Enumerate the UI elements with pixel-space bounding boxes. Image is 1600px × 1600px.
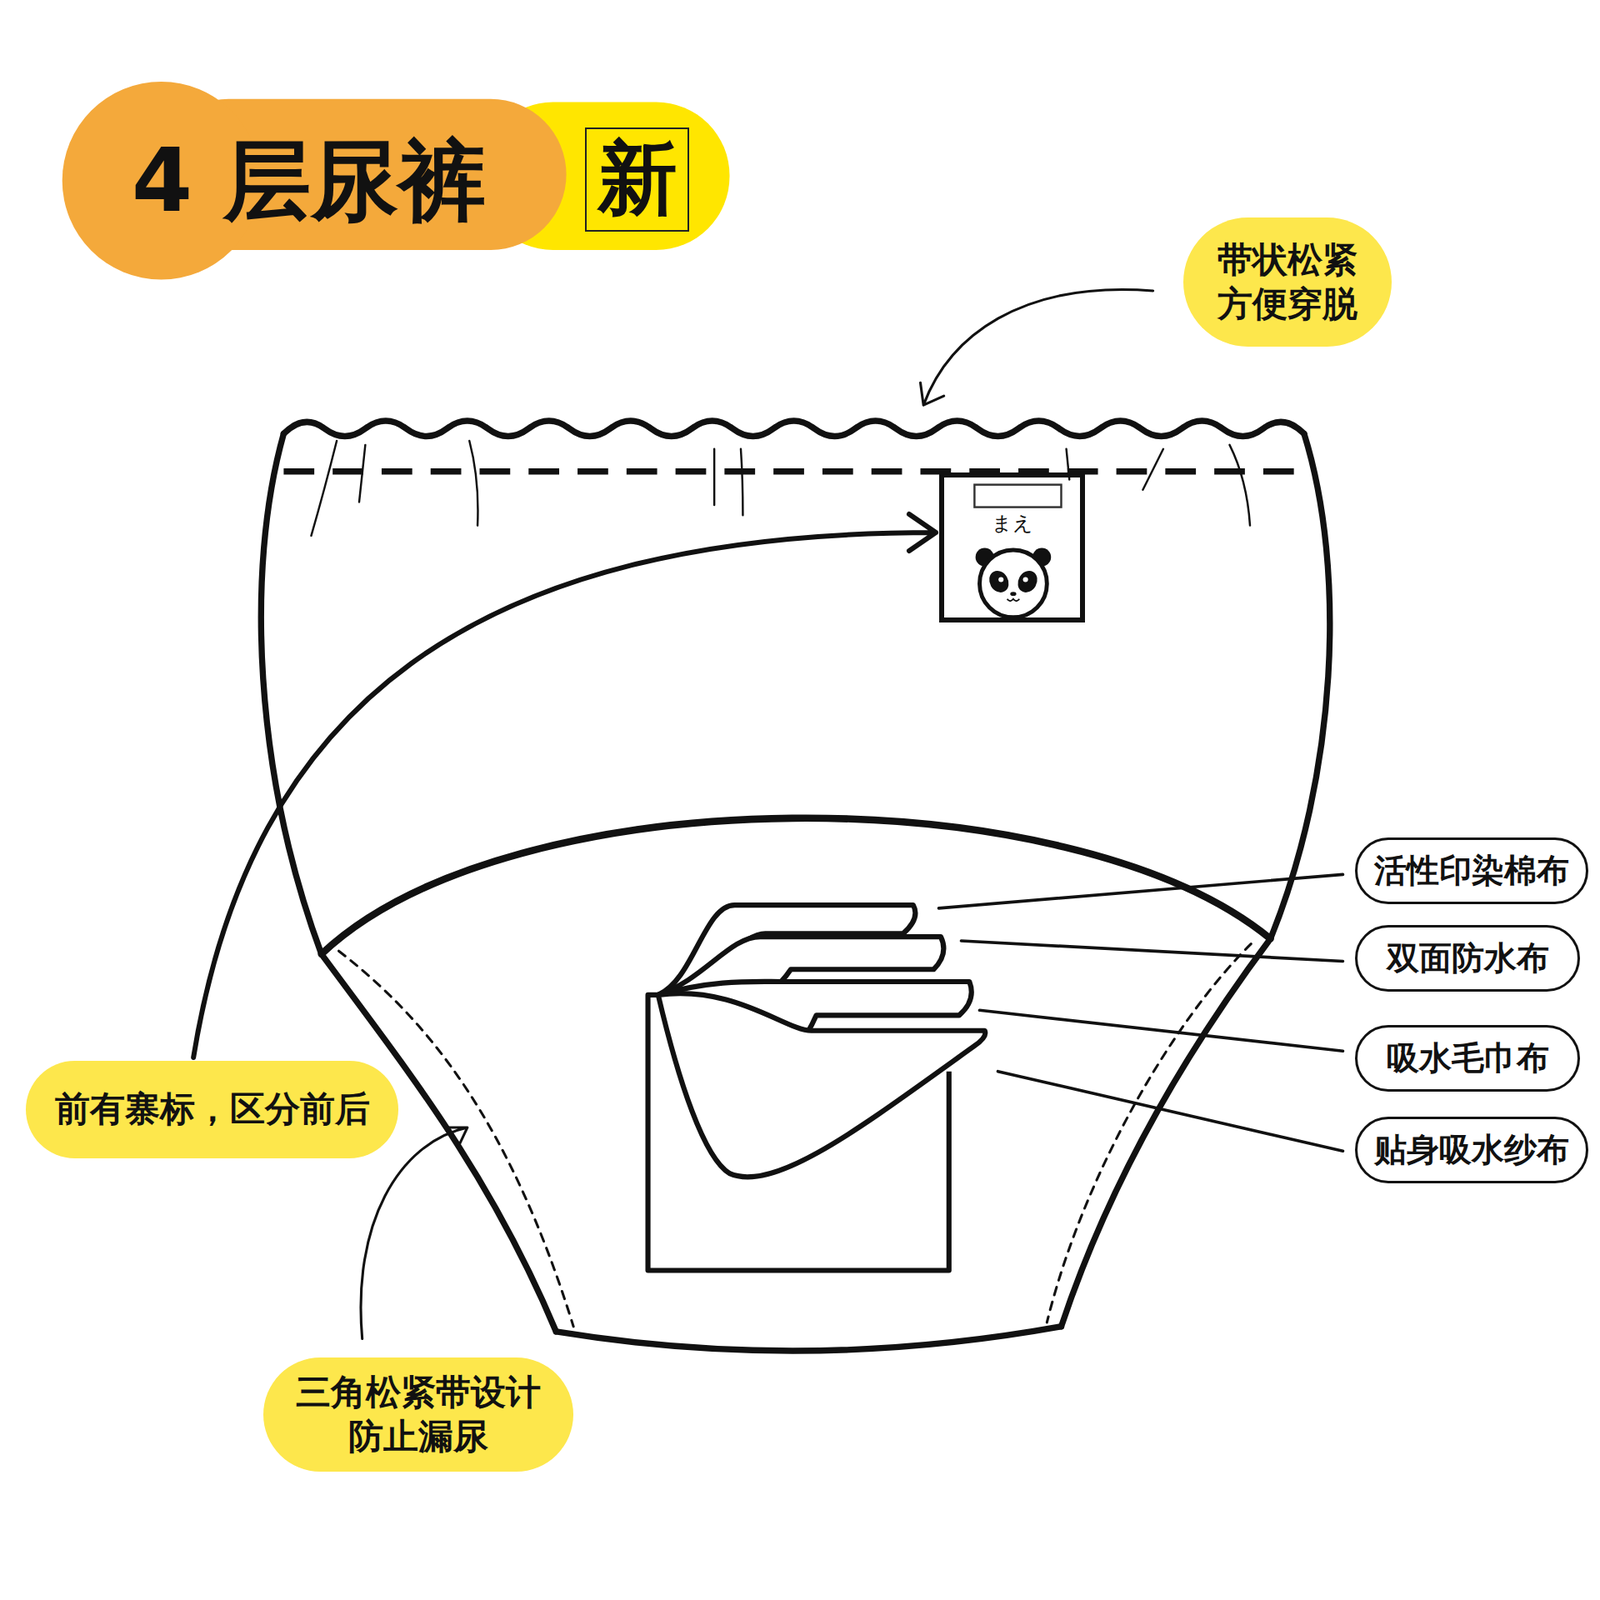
elastic-pointer [360, 1127, 468, 1339]
material-oval: 贴身吸水纱布 [1355, 1116, 1589, 1184]
panda-eye-dot [998, 576, 1004, 582]
panda-tag-art [974, 485, 1061, 618]
body-left [260, 433, 321, 954]
leader-line [998, 1071, 1344, 1152]
material-label: 活性印染棉布 [1374, 850, 1570, 892]
callout-arrows [360, 290, 1154, 1340]
layer-stack [648, 905, 986, 1270]
panda-eye [985, 567, 1013, 596]
panda-nose [1010, 591, 1016, 596]
panda-mouth [1007, 599, 1020, 601]
waistband-pointer [920, 290, 1153, 406]
title-banner [62, 81, 730, 280]
leg-right [1060, 939, 1270, 1327]
callout-bubble: 带状松紧 方便穿脱 [1183, 217, 1392, 347]
callout-text: 前有寨标，区分前后 [55, 1087, 370, 1132]
leader-line [960, 940, 1343, 961]
waistband-wave [283, 420, 1304, 436]
callout-text: 带状松紧 方便穿脱 [1206, 238, 1368, 326]
title-text: 4 层尿裤 [131, 133, 486, 230]
callout-bubble: 三角松紧带设计 防止漏尿 [263, 1357, 574, 1472]
material-label: 贴身吸水纱布 [1374, 1130, 1570, 1171]
material-oval: 双面防水布 [1355, 925, 1580, 992]
material-oval: 活性印染棉布 [1355, 837, 1589, 905]
body-right [1270, 433, 1330, 939]
diaper-outline [260, 420, 1330, 1351]
panda-eye-dot [1023, 576, 1029, 582]
material-label: 吸水毛巾布 [1386, 1038, 1550, 1080]
badge-label: 新 [585, 127, 690, 232]
connector-arrow [193, 514, 936, 1058]
callout-bubble: 前有寨标，区分前后 [25, 1060, 399, 1159]
leader-line [980, 1010, 1344, 1051]
material-oval: 吸水毛巾布 [1355, 1025, 1580, 1092]
waistband-gathers [310, 440, 1250, 536]
material-label: 双面防水布 [1386, 938, 1550, 980]
layer-sheet [658, 993, 986, 1177]
tag-text: まえ [991, 512, 1034, 535]
waistband-stitch [283, 468, 1304, 475]
panda-face [980, 550, 1048, 618]
callout-text: 三角松紧带设计 防止漏尿 [285, 1370, 551, 1459]
leg-elastic-right [1046, 944, 1251, 1323]
panda-eye [1014, 567, 1042, 596]
crotch-bottom [555, 1326, 1061, 1351]
leader-lines [939, 874, 1344, 1151]
front-tag: まえ [939, 472, 1085, 623]
leader-line [939, 874, 1344, 908]
tag-slot [974, 485, 1061, 508]
